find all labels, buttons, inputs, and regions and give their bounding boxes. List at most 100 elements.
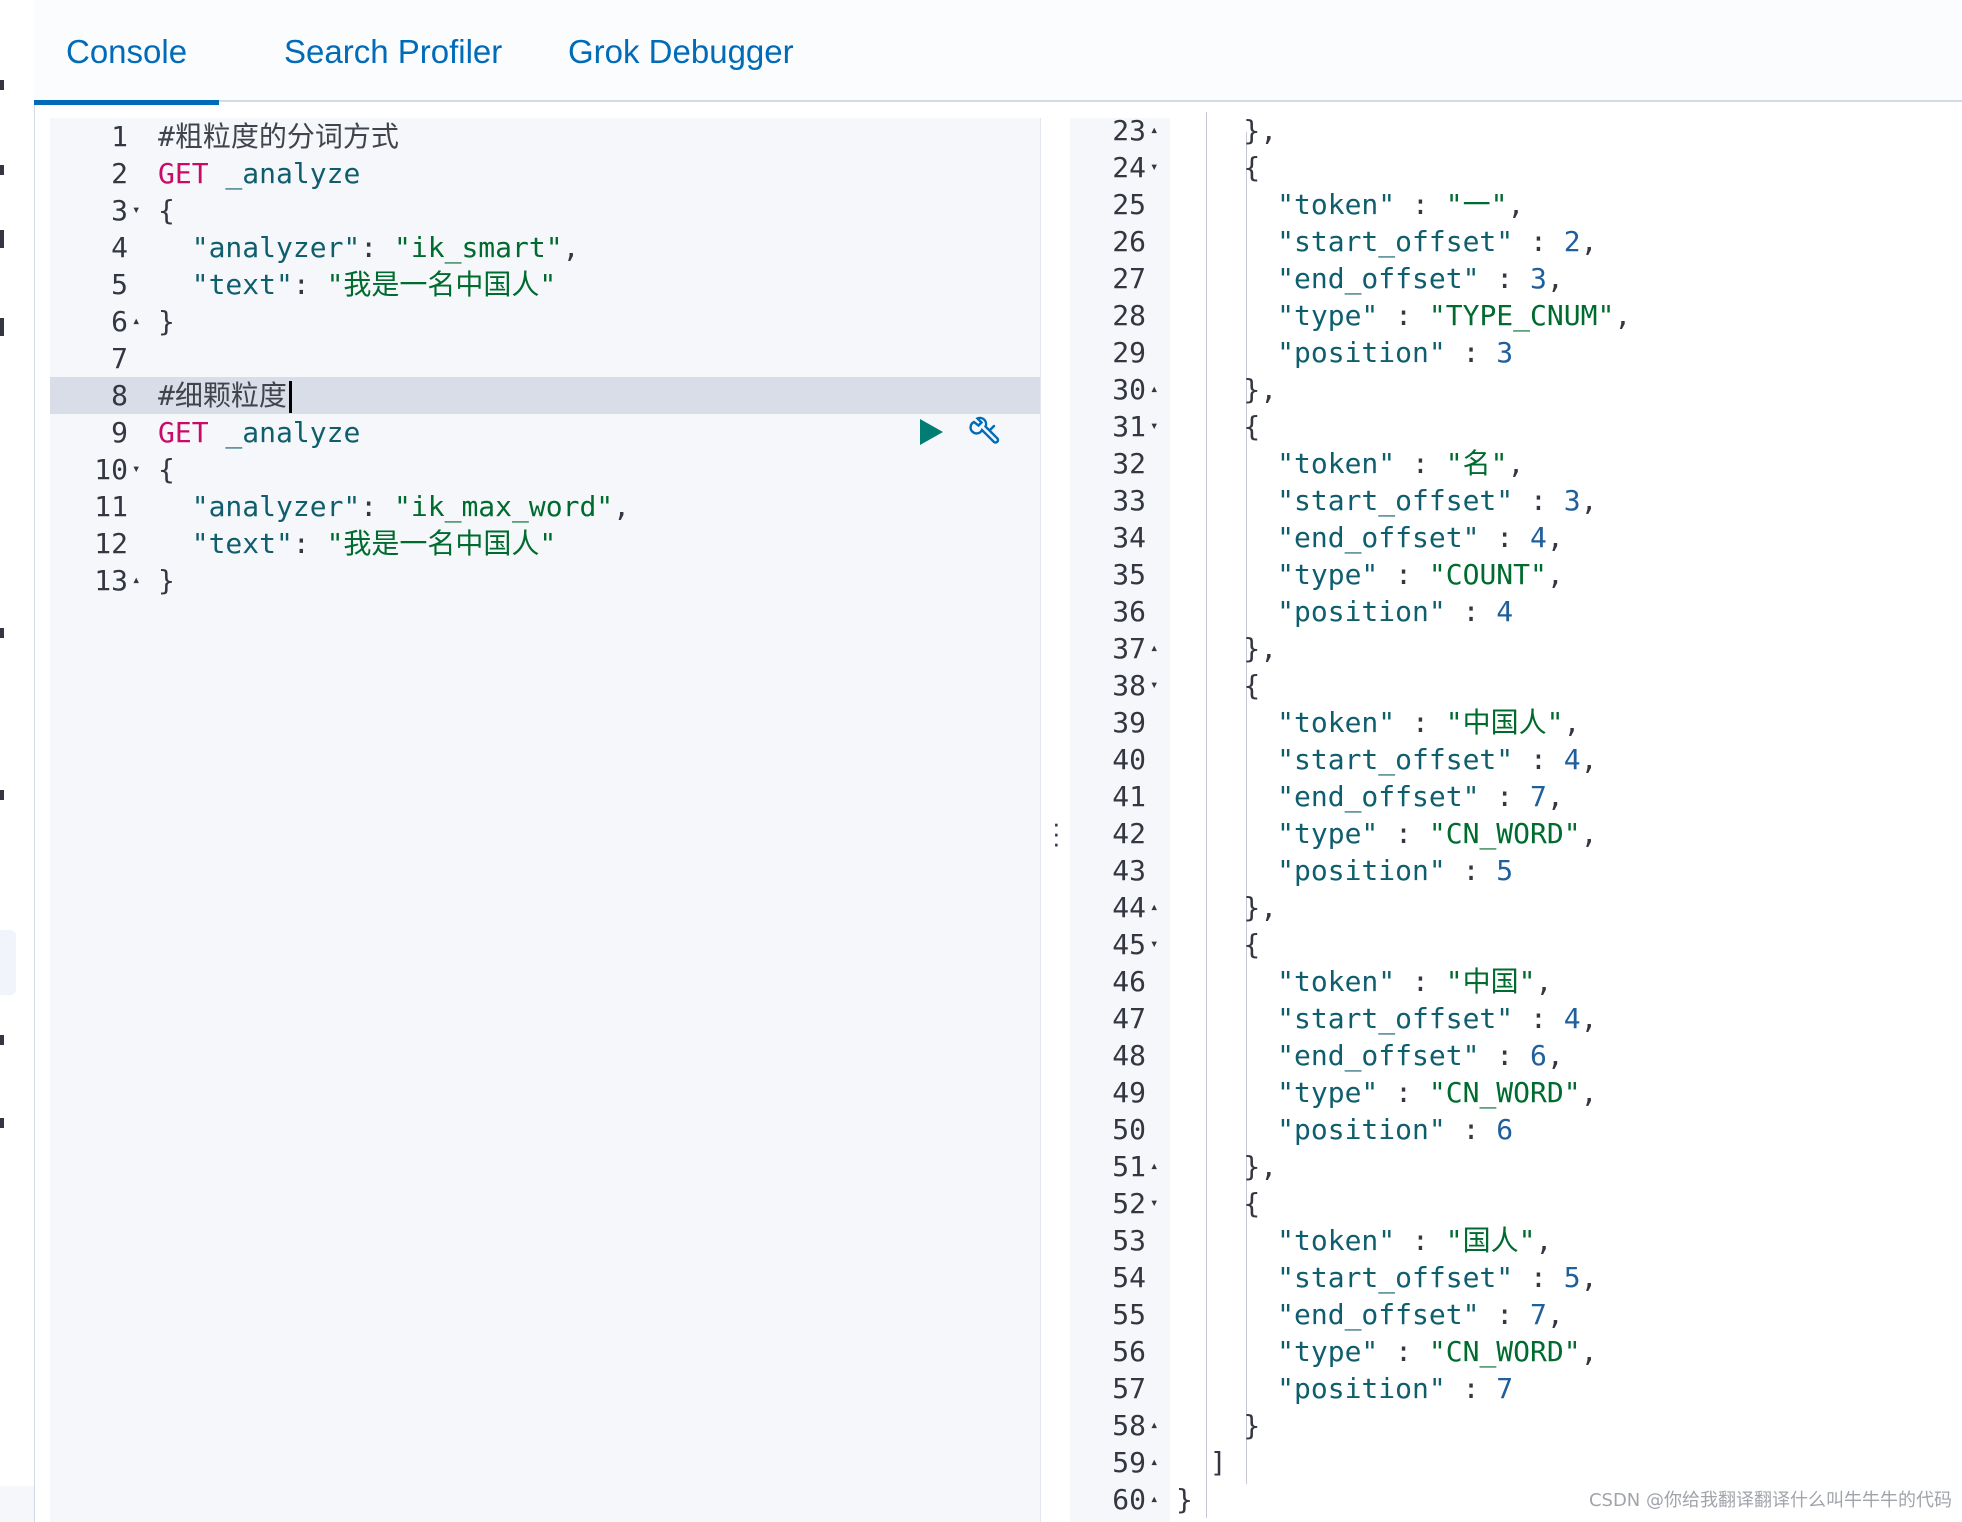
- code-text: ]: [1176, 1444, 1227, 1481]
- code-line[interactable]: 41 "end_offset" : 7,: [1070, 778, 1962, 815]
- code-line[interactable]: 45▾ {: [1070, 926, 1962, 963]
- code-line[interactable]: 30▴ },: [1070, 371, 1962, 408]
- code-line[interactable]: 40 "start_offset" : 4,: [1070, 741, 1962, 778]
- fold-close-icon[interactable]: ▴: [1150, 640, 1159, 656]
- code-line[interactable]: 23▴ },: [1070, 112, 1962, 149]
- fold-close-icon[interactable]: ▴: [132, 313, 141, 329]
- code-line[interactable]: 5 "text": "我是一名中国人": [50, 266, 1040, 303]
- code-token: ,: [1580, 1076, 1598, 1109]
- code-line[interactable]: 43 "position" : 5: [1070, 852, 1962, 889]
- code-line[interactable]: 12 "text": "我是一名中国人": [50, 525, 1040, 562]
- nav-rail-marker[interactable]: [0, 318, 4, 336]
- code-line[interactable]: 26 "start_offset" : 2,: [1070, 223, 1962, 260]
- nav-rail-marker[interactable]: [0, 165, 4, 175]
- fold-open-icon[interactable]: ▾: [132, 461, 141, 477]
- fold-open-icon[interactable]: ▾: [1150, 677, 1159, 693]
- code-line[interactable]: 58▴ }: [1070, 1407, 1962, 1444]
- code-line[interactable]: 8#细颗粒度: [50, 377, 1040, 414]
- code-line[interactable]: 49 "type" : "CN_WORD",: [1070, 1074, 1962, 1111]
- nav-rail-marker[interactable]: [0, 1035, 4, 1045]
- fold-close-icon[interactable]: ▴: [1150, 381, 1159, 397]
- code-line[interactable]: 34 "end_offset" : 4,: [1070, 519, 1962, 556]
- code-line[interactable]: 24▾ {: [1070, 149, 1962, 186]
- code-line[interactable]: 44▴ },: [1070, 889, 1962, 926]
- response-editor[interactable]: 23▴ },24▾ {25 "token" : "一",26 "start_of…: [1070, 112, 1962, 1522]
- nav-rail-marker[interactable]: [0, 628, 4, 638]
- fold-open-icon[interactable]: ▾: [1150, 159, 1159, 175]
- fold-open-icon[interactable]: ▾: [132, 202, 141, 218]
- code-token: "end_offset": [1176, 1039, 1480, 1072]
- code-line[interactable]: 52▾ {: [1070, 1185, 1962, 1222]
- code-line[interactable]: 7: [50, 340, 1040, 377]
- code-line[interactable]: 37▴ },: [1070, 630, 1962, 667]
- line-number: 39: [1112, 706, 1146, 739]
- nav-rail-marker[interactable]: [0, 230, 4, 248]
- code-line[interactable]: 53 "token" : "国人",: [1070, 1222, 1962, 1259]
- play-icon[interactable]: [916, 416, 946, 455]
- code-line[interactable]: 29 "position" : 3: [1070, 334, 1962, 371]
- nav-rail-marker[interactable]: [0, 80, 4, 90]
- fold-close-icon[interactable]: ▴: [1150, 1454, 1159, 1470]
- code-line[interactable]: 3▾{: [50, 192, 1040, 229]
- code-line[interactable]: 32 "token" : "名",: [1070, 445, 1962, 482]
- code-line[interactable]: 36 "position" : 4: [1070, 593, 1962, 630]
- fold-close-icon[interactable]: ▴: [1150, 899, 1159, 915]
- tab-grok-debugger[interactable]: Grok Debugger: [568, 33, 794, 70]
- line-number: 37: [1112, 632, 1146, 665]
- line-number: 55: [1112, 1298, 1146, 1331]
- code-line[interactable]: 57 "position" : 7: [1070, 1370, 1962, 1407]
- code-line[interactable]: 54 "start_offset" : 5,: [1070, 1259, 1962, 1296]
- nav-rail-marker[interactable]: [0, 790, 4, 800]
- code-line[interactable]: 28 "type" : "TYPE_CNUM",: [1070, 297, 1962, 334]
- code-line[interactable]: 47 "start_offset" : 4,: [1070, 1000, 1962, 1037]
- code-line[interactable]: 13▴}: [50, 562, 1040, 599]
- fold-close-icon[interactable]: ▴: [1150, 1491, 1159, 1507]
- code-line[interactable]: 33 "start_offset" : 3,: [1070, 482, 1962, 519]
- code-line[interactable]: 25 "token" : "一",: [1070, 186, 1962, 223]
- code-line[interactable]: 48 "end_offset" : 6,: [1070, 1037, 1962, 1074]
- code-line[interactable]: 56 "type" : "CN_WORD",: [1070, 1333, 1962, 1370]
- code-token: :: [1445, 1113, 1497, 1146]
- tab-console[interactable]: Console: [34, 24, 220, 105]
- code-line[interactable]: 38▾ {: [1070, 667, 1962, 704]
- fold-open-icon[interactable]: ▾: [1150, 418, 1159, 434]
- fold-close-icon[interactable]: ▴: [1150, 1158, 1159, 1174]
- code-line[interactable]: 6▴}: [50, 303, 1040, 340]
- code-line[interactable]: 46 "token" : "中国",: [1070, 963, 1962, 1000]
- line-number: 8: [111, 379, 128, 412]
- code-line[interactable]: 27 "end_offset" : 3,: [1070, 260, 1962, 297]
- code-line[interactable]: 60▴}: [1070, 1481, 1962, 1518]
- code-line[interactable]: 39 "token" : "中国人",: [1070, 704, 1962, 741]
- fold-close-icon[interactable]: ▴: [1150, 1417, 1159, 1433]
- nav-rail-active-item[interactable]: [0, 930, 16, 995]
- code-line[interactable]: 1#粗粒度的分词方式: [50, 118, 1040, 155]
- fold-close-icon[interactable]: ▴: [132, 572, 141, 588]
- wrench-icon[interactable]: [966, 416, 1002, 459]
- dev-tools-tab-bar: Console Search Profiler Grok Debugger: [34, 0, 1962, 105]
- tab-search-profiler[interactable]: Search Profiler: [284, 33, 503, 70]
- fold-open-icon[interactable]: ▾: [1150, 1195, 1159, 1211]
- code-line[interactable]: 31▾ {: [1070, 408, 1962, 445]
- code-line[interactable]: 59▴ ]: [1070, 1444, 1962, 1481]
- line-number: 43: [1112, 854, 1146, 887]
- code-line[interactable]: 4 "analyzer": "ik_smart",: [50, 229, 1040, 266]
- code-line[interactable]: 42 "type" : "CN_WORD",: [1070, 815, 1962, 852]
- fold-close-icon[interactable]: ▴: [1150, 122, 1159, 138]
- code-token: "一": [1445, 188, 1508, 221]
- request-editor-content[interactable]: [150, 118, 1040, 1522]
- code-line[interactable]: 10▾{: [50, 451, 1040, 488]
- nav-rail-marker[interactable]: [0, 1118, 4, 1128]
- code-line[interactable]: 51▴ },: [1070, 1148, 1962, 1185]
- code-line[interactable]: 50 "position" : 6: [1070, 1111, 1962, 1148]
- code-text: GET _analyze: [158, 155, 360, 192]
- panel-resizer[interactable]: ···: [1040, 118, 1072, 1522]
- fold-open-icon[interactable]: ▾: [1150, 936, 1159, 952]
- code-line[interactable]: 11 "analyzer": "ik_max_word",: [50, 488, 1040, 525]
- line-number: 33: [1112, 484, 1146, 517]
- code-line[interactable]: 35 "type" : "COUNT",: [1070, 556, 1962, 593]
- code-token: {: [1176, 1187, 1261, 1220]
- code-line[interactable]: 55 "end_offset" : 7,: [1070, 1296, 1962, 1333]
